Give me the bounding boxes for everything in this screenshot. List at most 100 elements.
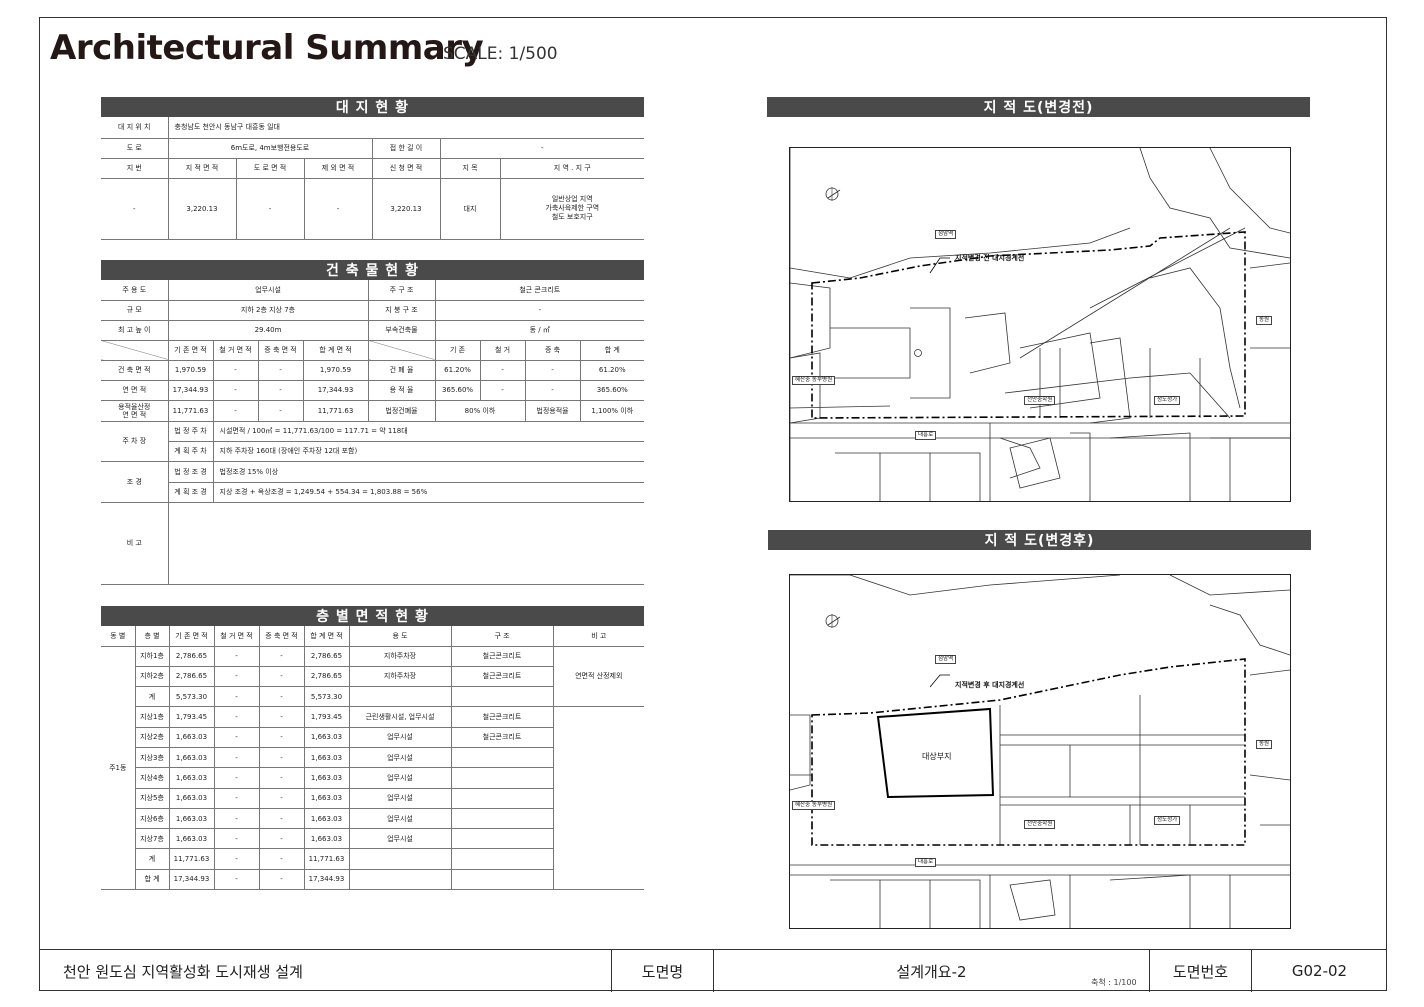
floor-cell-demolish: - xyxy=(214,727,260,748)
cadastral-map-before: 지적변경 전 대지경계선 점암역 동원 혜산중 동부병원 천안중학원 성도성가 … xyxy=(789,147,1291,502)
structure-value: 철근 콘크리트 xyxy=(435,280,645,301)
map-label: 대흥로 xyxy=(915,858,937,867)
floor-header: 합 계 면 적 xyxy=(304,626,350,647)
floor-cell-demolish: - xyxy=(214,666,260,688)
floor-cell-total: 1,663.03 xyxy=(304,727,350,748)
building-section-title: 건 축 물 현 황 xyxy=(101,260,644,280)
floor-cell-floor: 지상3층 xyxy=(135,747,170,769)
floor-cell-structure xyxy=(451,828,554,850)
site-road-label: 도 로 xyxy=(101,138,169,159)
cell: 11,771.63 xyxy=(303,400,369,422)
cell: - xyxy=(480,380,526,401)
floor-header: 증 축 면 적 xyxy=(259,626,305,647)
cell: - xyxy=(258,380,304,401)
floor-header: 철 거 면 적 xyxy=(214,626,260,647)
floor-cell-total: 2,786.65 xyxy=(304,646,350,667)
floor-cell-floor: 지상5층 xyxy=(135,788,170,809)
h-total: 합 계 xyxy=(580,340,645,361)
far-label-line: 연 면 적 xyxy=(122,410,147,419)
zone-line: 철도 보호지구 xyxy=(551,213,593,221)
project-name: 천안 원도심 지역활성화 도시재생 설계 xyxy=(39,950,612,992)
map-after-title: 지 적 도(변경후) xyxy=(768,530,1311,550)
roof-value: - xyxy=(435,300,645,321)
floor-cell-total: 1,793.45 xyxy=(304,706,350,728)
floor-cell-use: 근린생활시설, 업무시설 xyxy=(349,706,452,728)
site-road-value: 6m도로, 4m보행전용도로 xyxy=(168,138,373,159)
floor-cell-demolish: - xyxy=(214,646,260,667)
floor-cell-structure xyxy=(451,808,554,830)
cell: - xyxy=(258,360,304,381)
annex-label: 부속건축물 xyxy=(368,320,436,341)
structure-label: 주 구 조 xyxy=(368,280,436,301)
floor-cell-exist: 1,663.03 xyxy=(169,727,215,748)
remarks-value xyxy=(168,502,645,585)
floor-cell-demolish: - xyxy=(214,869,260,891)
floor-cell-floor: 지상2층 xyxy=(135,727,170,748)
map-label: 혜산중 동부병원 xyxy=(792,376,836,385)
floor-cell-use: 지하주차장 xyxy=(349,666,452,688)
floor-cell-floor: 지상4층 xyxy=(135,767,170,789)
floor-cell-total: 1,663.03 xyxy=(304,788,350,809)
cell: 1,970.59 xyxy=(303,360,369,381)
floor-cell-floor: 지상7층 xyxy=(135,828,170,850)
floor-cell-extend: - xyxy=(259,686,305,708)
floor-cell-total: 1,663.03 xyxy=(304,828,350,850)
cell: 365.60% xyxy=(435,380,481,401)
parking-plan-label: 계 획 주 차 xyxy=(168,441,214,462)
floor-cell-extend: - xyxy=(259,869,305,891)
floor-cell-extend: - xyxy=(259,727,305,748)
floor-cell-demolish: - xyxy=(214,828,260,850)
floor-cell-total: 1,663.03 xyxy=(304,767,350,789)
row-label: 연 면 적 xyxy=(101,380,169,401)
floor-remarks xyxy=(553,706,644,891)
floor-cell-exist: 1,663.03 xyxy=(169,808,215,830)
h-total-area: 합 계 면 적 xyxy=(303,340,369,361)
map-label: 혜산중 동부병원 xyxy=(792,801,836,810)
drawing-name: 설계개요-2 xyxy=(714,950,1150,992)
site-lot-label: 지 번 xyxy=(101,158,169,179)
parking-label: 주 차 장 xyxy=(101,421,169,462)
floor-cell-structure xyxy=(451,869,554,891)
height-value: 29.40m xyxy=(168,320,369,341)
boundary-label-after: 지적변경 후 대지경계선 xyxy=(955,681,1025,689)
site-location-label: 대 지 위 치 xyxy=(101,117,169,139)
floor-cell-demolish: - xyxy=(214,767,260,789)
floor-cell-extend: - xyxy=(259,767,305,789)
cadastral-map-after: 지적변경 후 대지경계선 대상부지 점암역 동원 혜산중 동부병원 천안중학원 … xyxy=(789,574,1291,929)
h-exist: 기 존 xyxy=(435,340,481,361)
row-label: 건 축 면 적 xyxy=(101,360,169,381)
floor-cell-use xyxy=(349,848,452,870)
map-label: 점암역 xyxy=(935,230,957,239)
floor-cell-structure: 철근콘크리트 xyxy=(451,727,554,748)
site-location-value: 충청남도 천안시 동남구 대흥동 일대 xyxy=(168,117,644,139)
floor-header: 층 별 xyxy=(135,626,170,647)
site-h-category: 지 목 xyxy=(440,158,501,179)
floor-cell-extend: - xyxy=(259,808,305,830)
floor-cell-use: 업무시설 xyxy=(349,788,452,809)
scale-note: 축척 : 1/100 xyxy=(1091,978,1137,987)
cell: 11,771.63 xyxy=(168,400,214,422)
diagonal-cell xyxy=(101,340,169,361)
site-adjacent-label: 접 한 길 이 xyxy=(372,138,441,159)
floors-section-title: 층 별 면 적 현 황 xyxy=(101,606,644,626)
site-parcel-label: 대상부지 xyxy=(922,752,952,761)
legal-far-label: 법정용적율 xyxy=(525,400,581,422)
drawing-name-label: 도면명 xyxy=(612,950,714,992)
remarks-label: 비 고 xyxy=(101,502,169,585)
floor-cell-exist: 1,663.03 xyxy=(169,828,215,850)
floor-cell-structure: 철근콘크리트 xyxy=(451,706,554,728)
basement-note: 연면적 산정제외 xyxy=(553,646,644,708)
